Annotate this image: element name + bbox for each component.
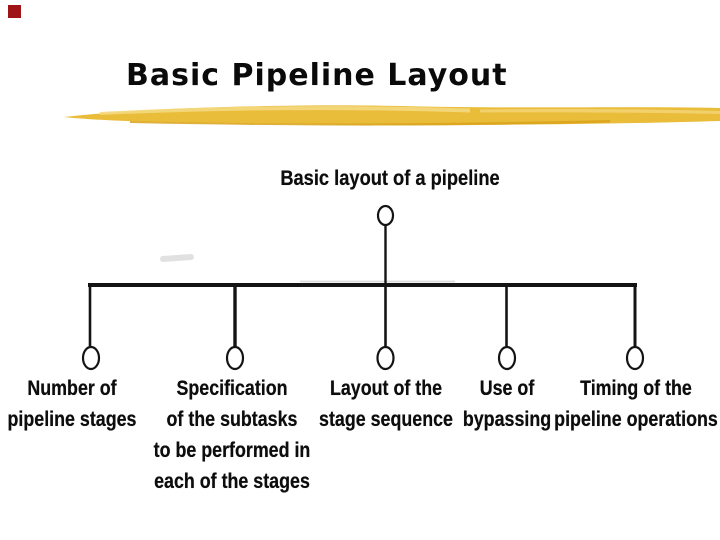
leaf-node-circle-1 [225,345,245,371]
leaf-node-circle-4 [625,345,645,371]
label-line: Use of [479,377,535,400]
branch-label-specification-subtasks: Specification of the subtasks to be perf… [140,373,324,497]
diagram-heading: Basic layout of a pipeline [261,163,519,194]
label-line: stage sequence [319,408,453,431]
brush-stroke-shadow [130,120,610,126]
leaf-node-circle-2 [376,345,395,371]
root-node-circle [376,204,395,227]
brush-stroke-highlight [100,106,470,115]
leaf-node-circle-0 [81,345,101,371]
label-line: Number of [27,377,117,400]
label-line: to be performed in [153,439,311,462]
label-line: pipeline stages [7,408,137,431]
label-line: Layout of the [329,377,443,400]
branch-label-timing-operations: Timing of the pipeline operations [540,373,720,435]
title-underline-brush [64,105,720,126]
label-line: Specification [176,377,288,400]
branch-label-number-of-stages: Number of pipeline stages [0,373,148,435]
label-line: of the subtasks [166,408,298,431]
label-line: each of the stages [154,470,310,493]
leaf-node-circle-3 [497,345,517,371]
label-line: Timing of the [580,377,692,400]
brush-stroke-highlight-right [480,109,720,114]
diagram-heading-text: Basic layout of a pipeline [280,166,500,190]
slide-title: Basic Pipeline Layout [126,58,508,93]
label-line: pipeline operations [554,408,718,431]
branch-label-stage-sequence: Layout of the stage sequence [307,373,465,435]
branch-label-bypassing: Use of bypassing [455,373,559,435]
label-line: bypassing [462,408,552,431]
corner-marker-square [8,5,21,18]
